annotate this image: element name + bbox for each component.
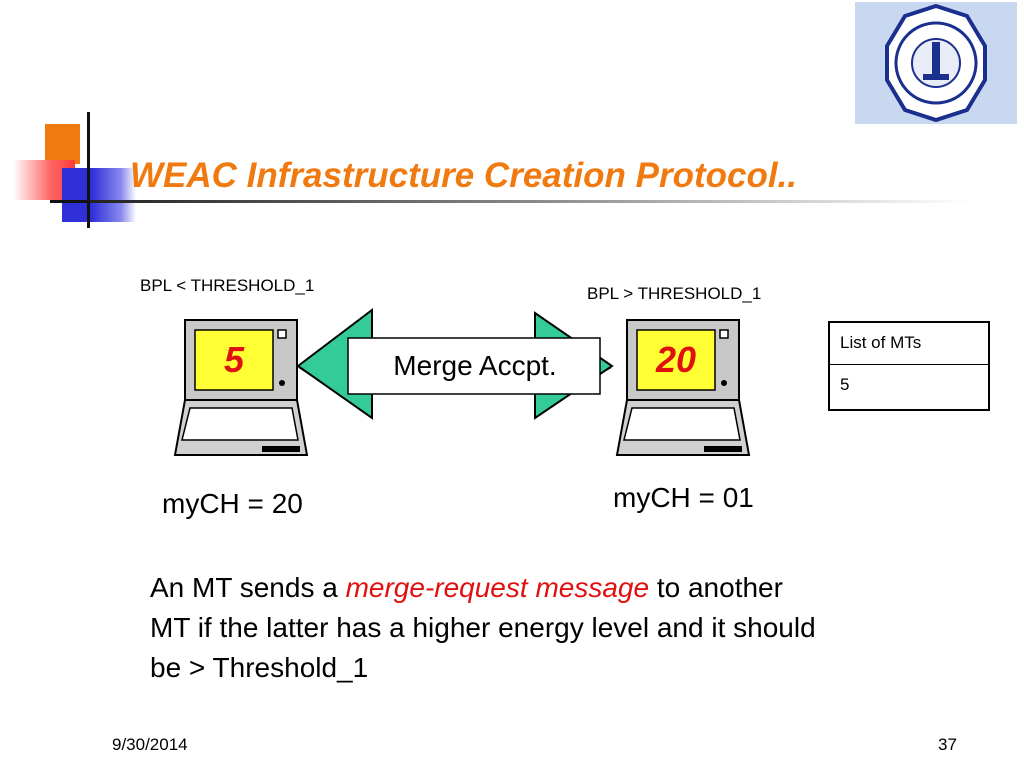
footer-date: 9/30/2014: [112, 735, 188, 754]
body-part2: to another MT if the latter has a higher…: [150, 572, 816, 683]
body-text: An MT sends a merge-request message to a…: [150, 568, 830, 688]
decor-orange-square: [45, 124, 80, 164]
university-logo: [855, 2, 1017, 124]
body-emphasis: merge-request message: [345, 572, 650, 603]
list-value: 5: [840, 375, 850, 394]
decor-blue-square: [62, 168, 136, 222]
mych-right-prefix: myCH =: [613, 482, 723, 513]
node-left-value: 5: [223, 339, 245, 380]
threshold-label-left: BPL < THRESHOLD_1: [140, 276, 315, 295]
mt-list-table: List of MTs 5: [828, 321, 990, 411]
threshold-label-right: BPL > THRESHOLD_1: [587, 284, 762, 303]
arrow-label: Merge Accpt.: [393, 350, 557, 381]
mych-left-prefix: myCH =: [162, 488, 272, 519]
slide-title: WEAC Infrastructure Creation Protocol..: [130, 156, 798, 195]
body-part1: An MT sends a: [150, 572, 346, 603]
laptop-icon: [173, 319, 309, 456]
decor-vertical-line: [87, 112, 90, 228]
list-header: List of MTs: [830, 323, 988, 365]
title-underline: [90, 200, 970, 203]
page-number: 37: [938, 735, 957, 754]
mych-right: myCH = 01: [613, 482, 754, 514]
node-right-value: 20: [655, 339, 697, 380]
laptop-icon: [615, 319, 751, 456]
mych-right-value: 01: [722, 482, 754, 513]
mych-left-value: 20: [271, 488, 303, 519]
mych-left: myCH = 20: [162, 488, 303, 520]
